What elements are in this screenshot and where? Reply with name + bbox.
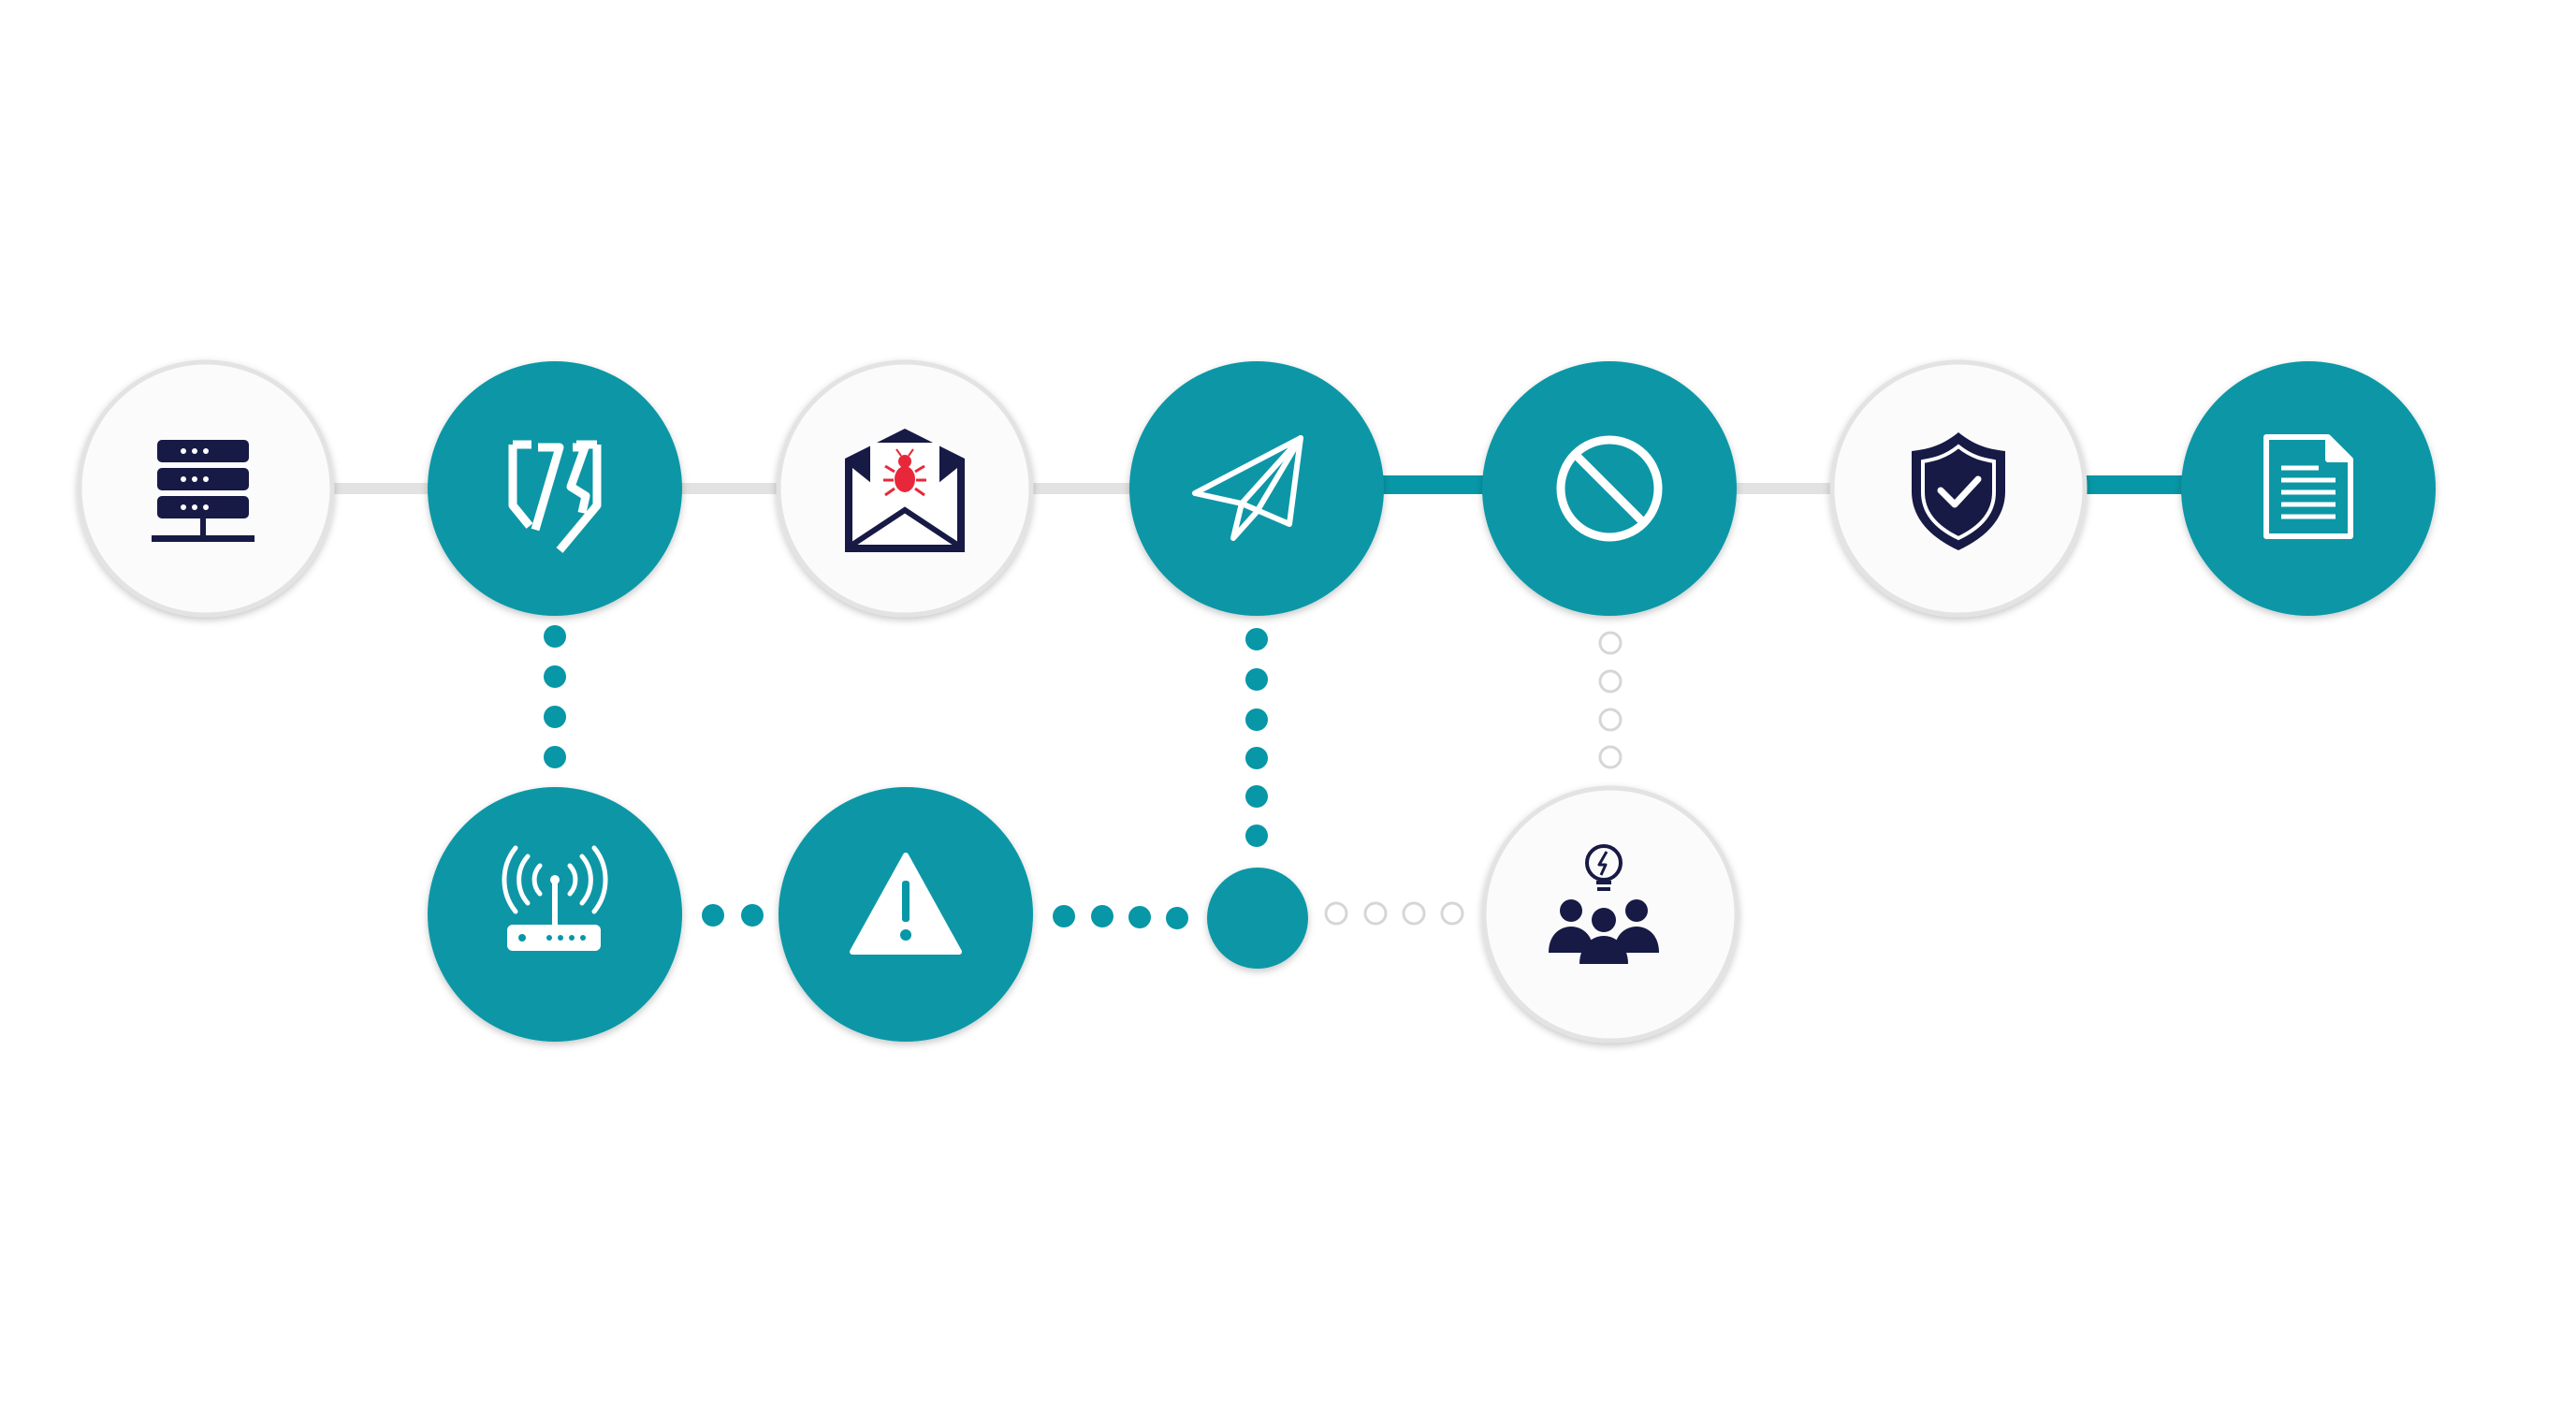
node-protected (1829, 359, 2088, 618)
team-idea-icon (1549, 844, 1659, 964)
node-send (1129, 361, 1384, 616)
node-junction (1207, 868, 1308, 969)
shield-slash-icon (508, 440, 602, 553)
connector-router-alert (702, 904, 764, 927)
node-team (1481, 785, 1739, 1044)
node-firewall (428, 361, 682, 616)
node-block (1482, 361, 1737, 616)
connector-junction-team (1324, 901, 1464, 926)
envelope-bug-icon (845, 429, 965, 552)
node-router (428, 787, 682, 1042)
document-icon (2263, 434, 2353, 539)
node-alert (779, 787, 1033, 1042)
node-malware-email (776, 359, 1034, 618)
prohibited-icon (1556, 435, 1663, 542)
lightbulb-icon (1585, 844, 1623, 891)
connector-send-junction (1245, 628, 1268, 847)
people-icon (1549, 899, 1659, 964)
connector-block-team (1598, 631, 1623, 769)
server-rack-icon (152, 440, 255, 542)
paper-plane-icon (1192, 435, 1303, 541)
bug-icon (883, 448, 926, 497)
shield-check-icon (1912, 432, 2005, 550)
connector-alert-junction (1053, 905, 1188, 929)
wifi-router-icon (502, 845, 608, 951)
connector-firewall-router (544, 625, 566, 768)
node-report (2181, 361, 2436, 616)
connectors (323, 475, 2194, 929)
node-server (77, 359, 335, 618)
warning-triangle-icon (850, 853, 962, 955)
